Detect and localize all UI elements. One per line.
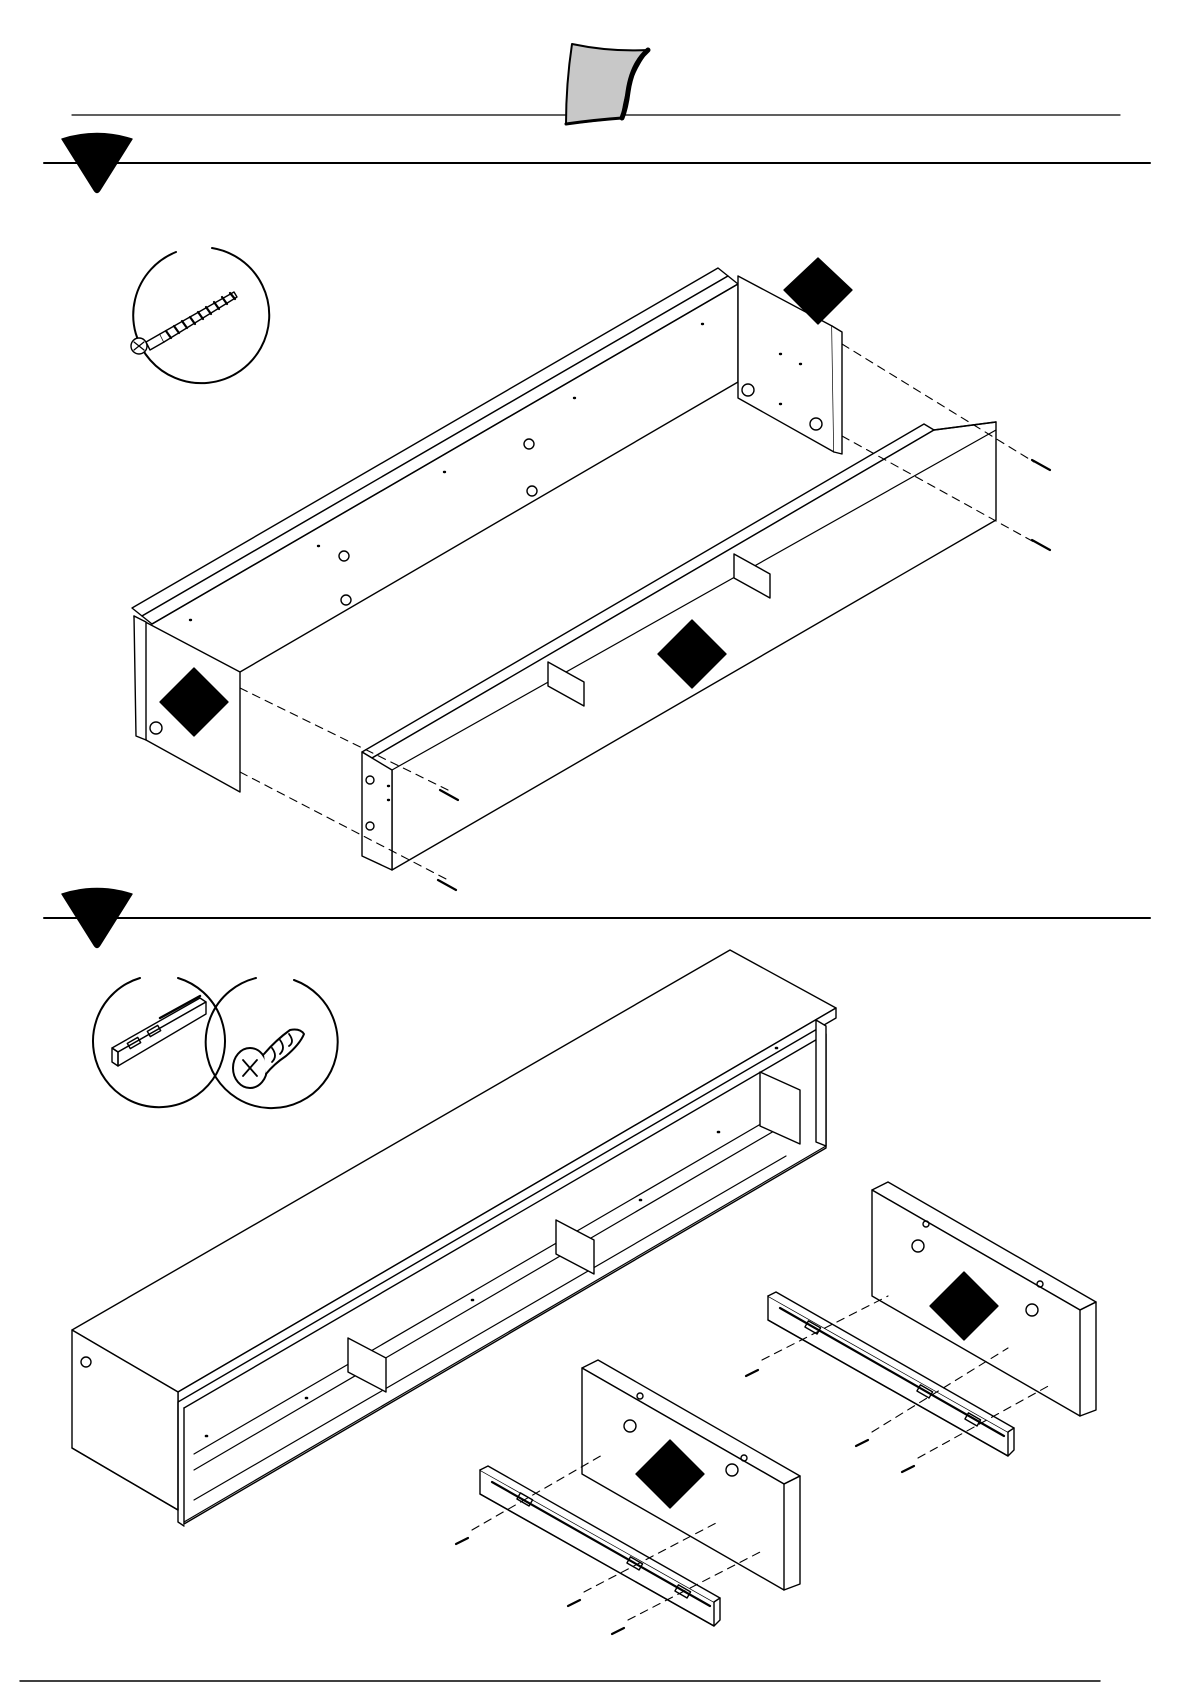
front-rail: [362, 422, 996, 870]
screw-icon: [856, 1440, 868, 1446]
curled-page-icon: [566, 44, 648, 124]
screw-icon: [746, 1370, 758, 1376]
screw-icon: [568, 1600, 580, 1606]
long-screw-icon: [131, 292, 237, 354]
step-2: [44, 889, 1150, 1635]
right-side-panel: [738, 258, 852, 454]
screw-icon: [612, 1628, 624, 1634]
header: [72, 44, 1120, 124]
callout-long-screw: [131, 248, 269, 383]
short-wood-screw-icon: [233, 1030, 304, 1089]
screw-icon: [902, 1466, 914, 1472]
screw-icon: [456, 1538, 468, 1544]
drawer-slide-rail-icon: [112, 996, 206, 1066]
cam-nut-holes: [339, 439, 537, 605]
step-1: [44, 134, 1150, 891]
screw-icon: [438, 880, 456, 890]
screw-icon: [1032, 540, 1050, 550]
left-side-panel: [134, 616, 240, 792]
divider-panel: [556, 1220, 594, 1274]
screw-icon: [1032, 460, 1050, 470]
